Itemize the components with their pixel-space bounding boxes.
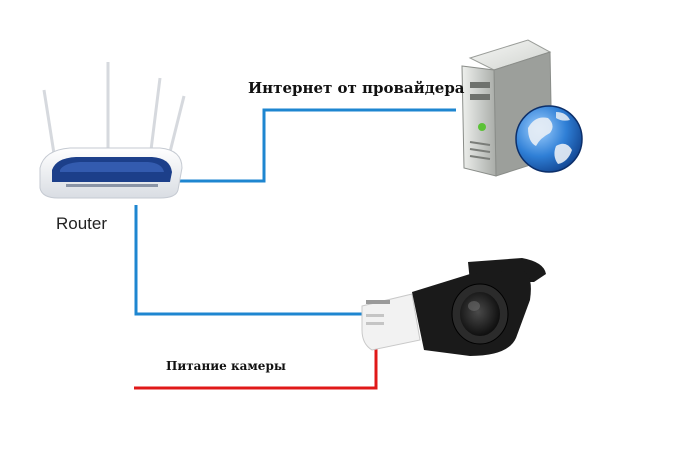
camera-power-cable [134,349,378,390]
internet-cable [178,108,456,183]
router-label: Router [56,214,108,233]
internet-label: Интернет от провайдера [248,79,465,97]
camera-network-cable [134,205,362,316]
camera-power-label: Питание камеры [166,359,286,373]
globe-icon [515,105,583,173]
router-icon [39,62,186,199]
ip-camera-icon [361,258,546,356]
